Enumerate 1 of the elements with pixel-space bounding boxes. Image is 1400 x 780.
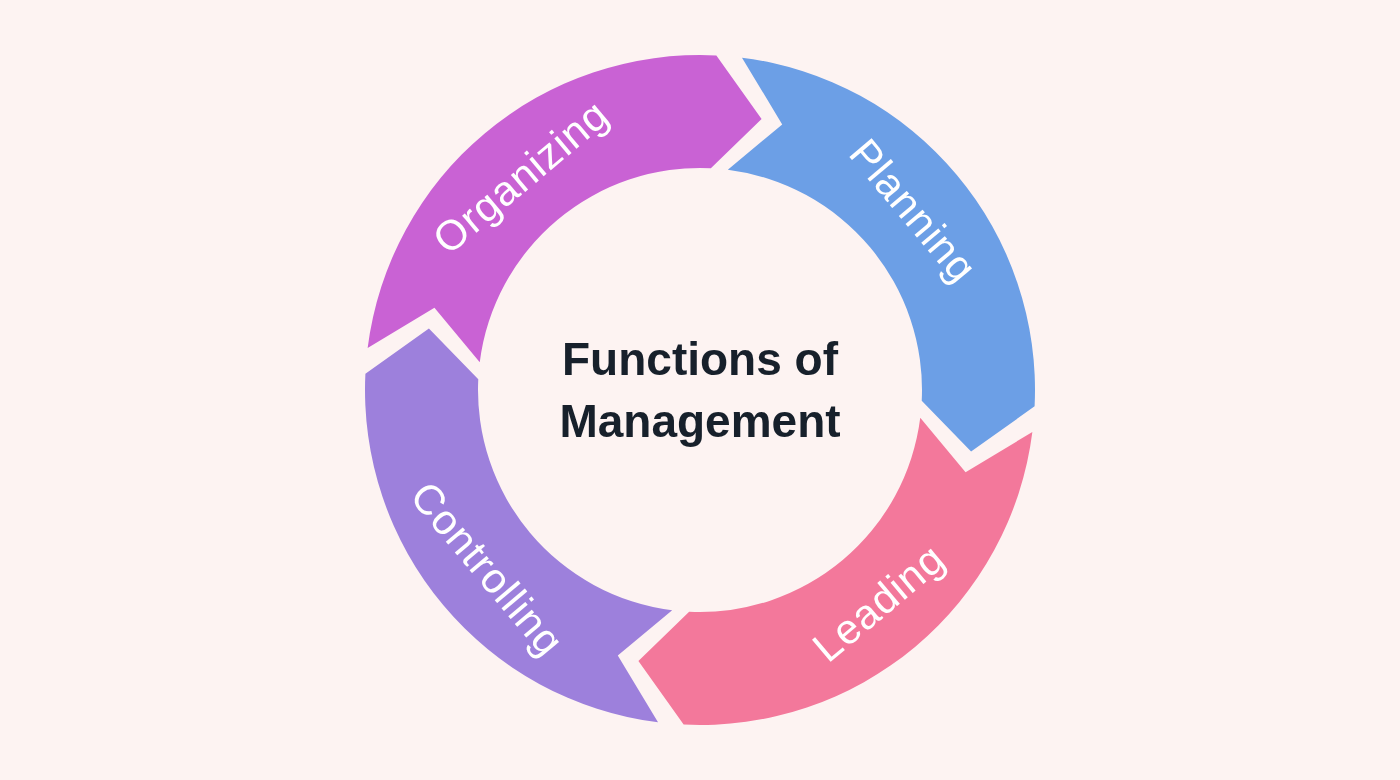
title-text: Functions of Management — [558, 332, 842, 449]
